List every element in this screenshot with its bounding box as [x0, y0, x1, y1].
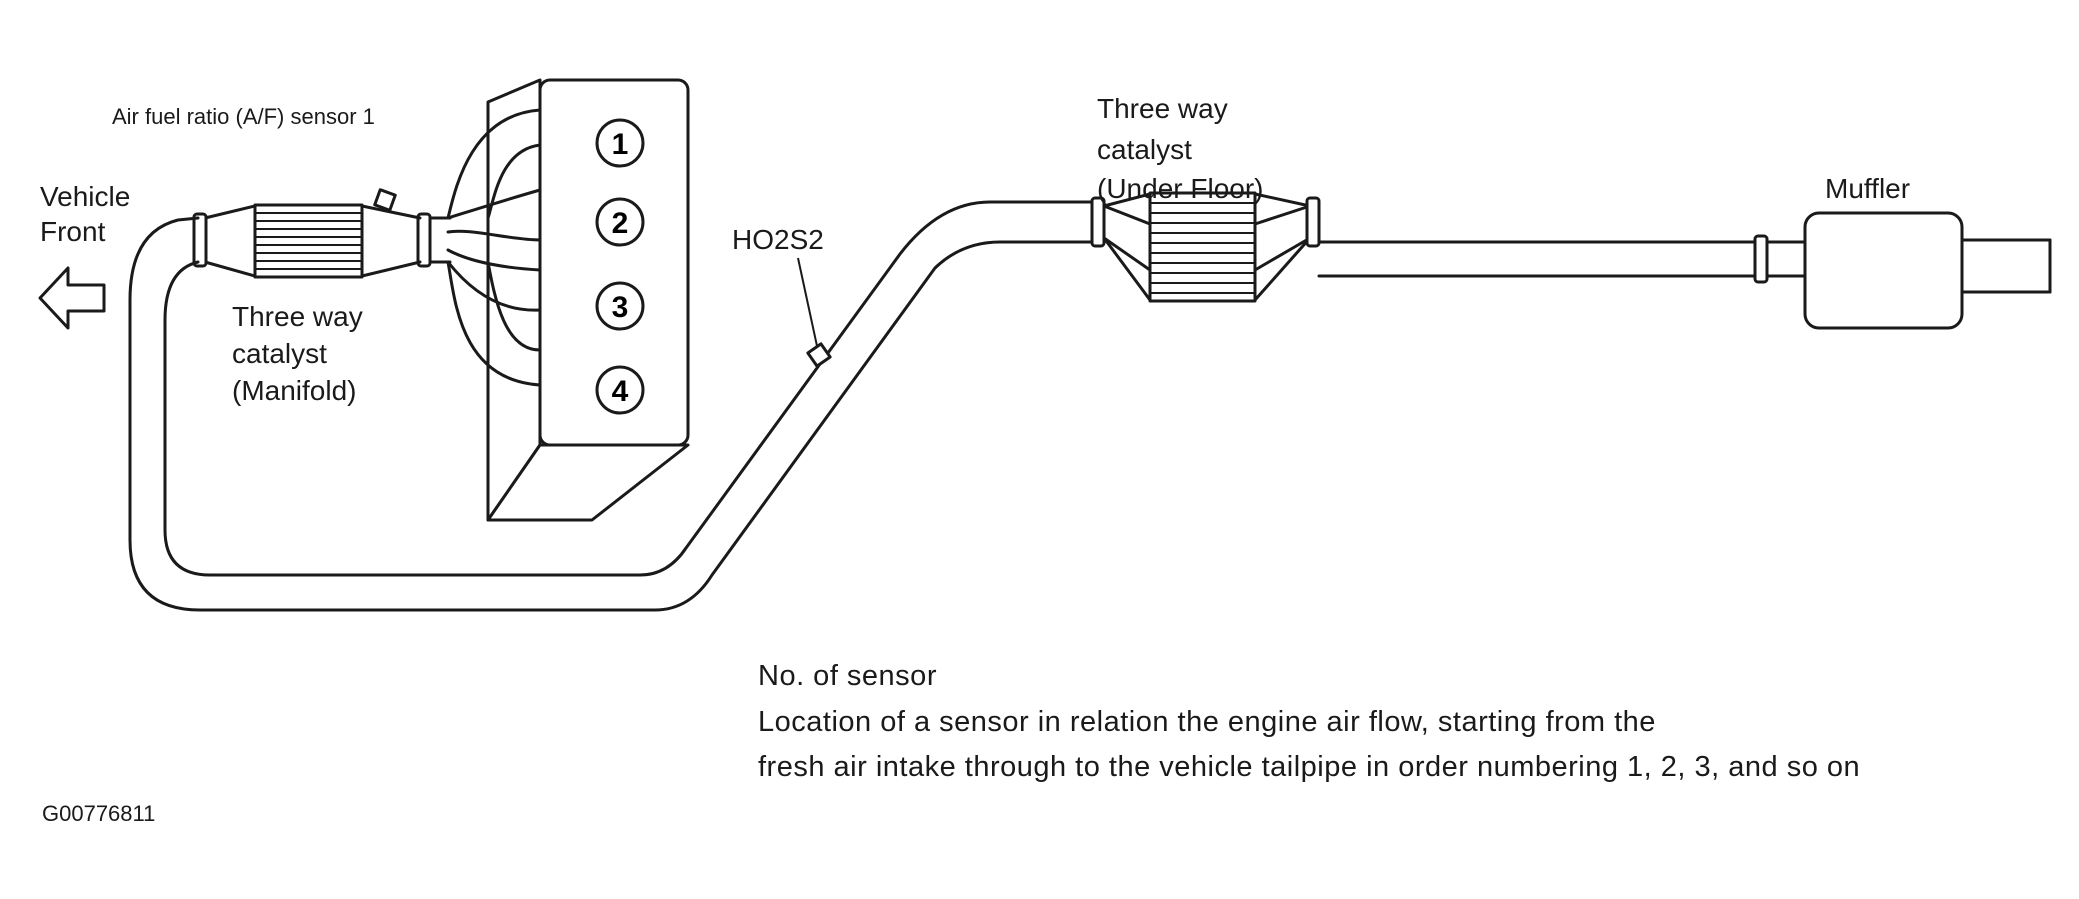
rear-exhaust-pipe: [1317, 234, 1807, 284]
cylinder-2: [595, 197, 645, 247]
catalyst-underfloor-label-line3: (Under Floor): [1097, 173, 1264, 204]
cylinder-3-label: 3: [612, 291, 629, 324]
ho2s2-leader-line: [797, 257, 818, 347]
catalyst-underfloor-label-line2: catalyst: [1097, 134, 1192, 165]
sensor-note-title: No. of sensor: [758, 660, 937, 692]
af-sensor-1: [373, 188, 397, 212]
vehicle-front-label-line2: Front: [40, 216, 106, 247]
catalyst-manifold-label-line2: catalyst: [232, 338, 327, 369]
ho2s2-label: HO2S2: [732, 224, 824, 255]
catalyst-underfloor-label-line1: Three way: [1097, 93, 1228, 124]
muffler: [1803, 211, 1964, 330]
cylinder-4: [595, 365, 645, 415]
figure-code: G00776811: [42, 801, 156, 826]
cylinder-3: [595, 281, 645, 331]
engine-block: [486, 78, 690, 522]
cylinder-1-label: 1: [612, 128, 629, 161]
sensor-note-line1: Location of a sensor in relation the eng…: [758, 706, 1656, 738]
manifold-catalyst: [192, 203, 422, 279]
catalyst-manifold-label-line3: (Manifold): [232, 375, 357, 406]
cylinder-2-label: 2: [612, 207, 629, 240]
tailpipe: [1960, 238, 2052, 294]
af-sensor-label: Air fuel ratio (A/F) sensor 1: [112, 104, 375, 129]
vehicle-front-arrow-icon: [38, 266, 106, 330]
cylinder-1: [595, 118, 645, 168]
muffler-label: Muffler: [1825, 173, 1911, 204]
exhaust-manifold: [416, 108, 542, 387]
vehicle-front-label-line1: Vehicle: [40, 181, 131, 212]
cylinder-group: 1 2 3 4: [595, 118, 645, 415]
catalyst-manifold-label-line1: Three way: [232, 301, 363, 332]
underfloor-catalyst: [1090, 191, 1321, 303]
front-exhaust-pipe: [128, 200, 1097, 612]
sensor-note-line2: fresh air intake through to the vehicle …: [758, 751, 1861, 783]
ho2s2-sensor: [806, 342, 832, 368]
cylinder-4-label: 4: [612, 375, 629, 408]
